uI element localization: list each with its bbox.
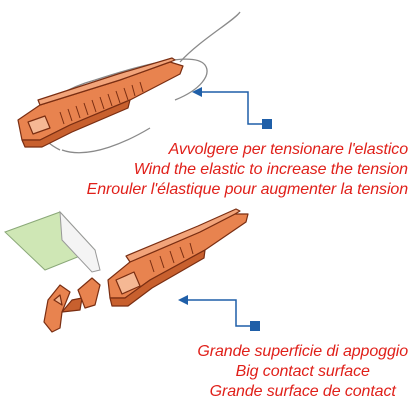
caption-contact-it: Grande superficie di appoggio [197,343,408,360]
caption-contact-en: Big contact surface [235,363,370,380]
caption-tension-fr: Enrouler l'élastique pour augmenter la t… [86,181,408,198]
pointer-arrow-bottom [178,295,260,331]
tensioner-clip-top [17,57,184,148]
pointer-arrow-top [192,87,272,129]
tensioner-clip-bottom [107,208,249,307]
caption-tension-it: Avvolgere per tensionare l'elastico [168,141,409,158]
cutter-blade [4,210,101,273]
tensioner-part-small [43,277,101,333]
caption-contact-fr: Grande surface de contact [209,383,396,400]
caption-contact: Grande superficie di appoggio Big contac… [197,342,408,402]
caption-tension-en: Wind the elastic to increase the tension [133,161,408,178]
caption-tension: Avvolgere per tensionare l'elastico Wind… [87,140,408,200]
